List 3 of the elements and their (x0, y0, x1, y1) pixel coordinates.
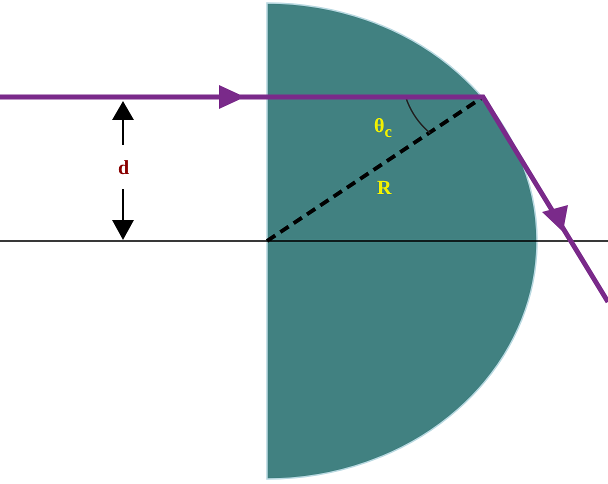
radius-label: R (377, 177, 392, 199)
dimension-label: d (118, 157, 130, 179)
angle-label: θ$_{c}$ (374, 115, 392, 143)
